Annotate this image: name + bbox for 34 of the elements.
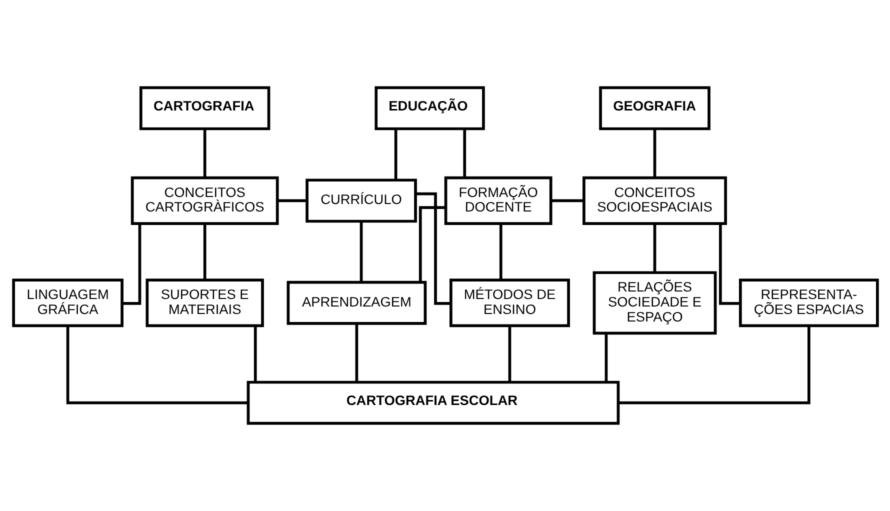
connector [718, 224, 740, 305]
node-box: APRENDIZAGEM [286, 280, 426, 325]
connector [354, 324, 358, 382]
node-box: CURRÍCULO [305, 178, 416, 223]
connector [122, 224, 141, 305]
node-box: CONCEITOS SOCIOESPACIAIS [582, 176, 726, 225]
connector [202, 224, 206, 280]
node-box: FORMAÇÃO DOCENTE [444, 176, 552, 225]
connector [202, 129, 206, 178]
node-box: SUPORTES E MATERIAIS [145, 278, 264, 328]
connector [253, 326, 256, 382]
node-box: CONCEITOS CARTOGRÀFICOS [130, 176, 278, 225]
connector [359, 221, 362, 282]
connector [418, 206, 445, 282]
node-box: LINGUAGEM GRÁFICA [12, 278, 123, 328]
connector [277, 199, 306, 202]
node-box: EDUCAÇÃO [374, 86, 484, 130]
connector [498, 224, 502, 280]
connector [618, 326, 810, 404]
connector [652, 224, 656, 272]
connector [508, 326, 511, 382]
connector [415, 192, 450, 305]
node-box: RELAÇÕES SOCIEDADE E ESPAÇO [592, 271, 716, 335]
node-box: GEOGRAFIA [598, 86, 710, 130]
connector [66, 326, 248, 404]
node-box: MÉTODOS DE ENSINO [449, 278, 570, 328]
node-box: CARTOGRAFIA ESCOLAR [246, 380, 620, 425]
connector [604, 333, 608, 382]
connector [550, 199, 583, 202]
node-box: REPRESENTA- ÇÕES ESPACIAS [738, 278, 878, 328]
node-box: CARTOGRAFIA [138, 86, 270, 130]
connector [394, 129, 397, 180]
connector [462, 129, 466, 178]
connector [652, 129, 656, 178]
